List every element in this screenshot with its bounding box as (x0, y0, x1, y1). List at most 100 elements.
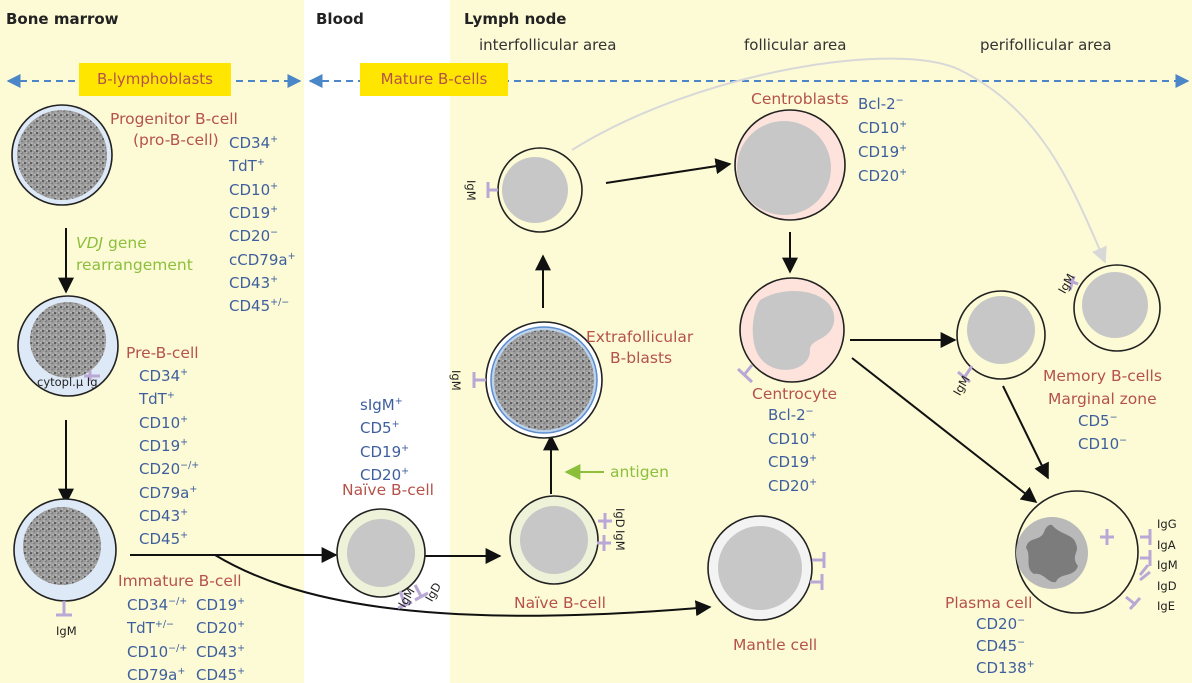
extrafollicular-b-blast (472, 321, 603, 439)
centroblasts-marker-1: CD10+ (858, 119, 908, 137)
immature-name: Immature B-cell (118, 572, 242, 590)
immature-marker-base: CD79a (127, 665, 178, 683)
plasma-marker-base: CD45 (976, 637, 1018, 655)
extrafollicular-name-1: Extrafollicular (586, 328, 694, 346)
immature-marker-1: TdT+/− (127, 619, 174, 638)
antigen-label: antigen (610, 463, 669, 481)
progenitor-marker-5: cCD79a+ (229, 251, 296, 268)
immature-marker-sign: + (177, 665, 186, 677)
vdj-rest: gene (103, 234, 147, 252)
progenitor-marker-3: CD19+ (229, 203, 279, 221)
vdj-line2: rearrangement (76, 256, 193, 274)
pre-b-marker-5: CD79a+ (139, 483, 198, 502)
naive-blood-marker-base: CD19 (360, 442, 402, 461)
immature-marker-2: CD43+ (196, 642, 246, 661)
pre-b-marker-base: CD19 (139, 436, 181, 455)
immature-marker-base: CD34 (127, 596, 169, 614)
immature-marker-2: CD10−/+ (127, 643, 187, 660)
plasma-marker-sign: − (1017, 615, 1026, 626)
centrocyte-marker-base: CD19 (768, 453, 810, 471)
immature-marker-base: CD45 (196, 665, 238, 683)
pre-b-marker-0: CD34+ (139, 368, 188, 384)
pre-b-marker-sign: + (180, 436, 189, 448)
plasma-marker-2: CD138+ (976, 659, 1035, 677)
progenitor-marker-sign: + (270, 203, 279, 215)
plasma-marker-sign: + (1026, 659, 1035, 670)
naive-blood-marker-base: sIgM (360, 396, 395, 414)
pre-b-marker-base: CD20 (139, 460, 181, 479)
pre-b-marker-base: CD79a (139, 483, 190, 502)
centroblast (734, 109, 846, 221)
immature-marker-base: TdT (127, 619, 155, 638)
centrocyte-marker-0: Bcl-2− (768, 406, 814, 423)
centrocyte-marker-sign: + (809, 476, 818, 488)
naive-blood-marker-sign: + (401, 442, 410, 454)
extrafollicular-name-2: B-blasts (610, 349, 673, 367)
centroblasts-marker-0: Bcl-2− (858, 96, 904, 112)
centrocyte-name: Centrocyte (752, 385, 838, 403)
centroblasts-name: Centroblasts (751, 90, 849, 108)
immature-marker-base: CD20 (196, 619, 238, 638)
progenitor-marker-7: CD45+/− (229, 297, 290, 316)
naive-b-cell-blood (336, 508, 429, 610)
progenitor-marker-sign: + (256, 157, 265, 169)
naive-lymph-name: Naïve B-cell (514, 594, 606, 612)
pre-b-marker-sign: + (189, 483, 198, 495)
plasma-isotype-igg: IgG (1157, 517, 1177, 531)
immature-marker-sign: + (237, 642, 246, 654)
pre-b-marker-sign: + (180, 530, 189, 542)
centroblasts-marker-base: CD10 (858, 119, 900, 137)
progenitor-marker-2: CD10+ (229, 181, 278, 198)
progenitor-marker-4: CD20− (229, 227, 278, 246)
memory-name-2: Marginal zone (1048, 390, 1157, 408)
immature-marker-sign: + (237, 665, 246, 677)
interfollicular-igm: IgM (464, 180, 478, 201)
immature-marker-0: CD19+ (196, 596, 246, 614)
centrocyte-marker-3: CD20+ (768, 476, 818, 494)
pre-b-marker-base: CD43 (139, 506, 181, 525)
memory-b-cell-1 (956, 290, 1046, 384)
plasma-marker-sign: − (1017, 637, 1026, 648)
immature-b-cell (13, 498, 117, 617)
arrow-inter-to-centroblast (605, 158, 732, 184)
plasma-isotype-igm: IgM (1157, 558, 1178, 572)
centroblasts-marker-sign: + (899, 119, 908, 130)
naive-blood-name: Naïve B-cell (342, 481, 434, 499)
progenitor-marker-base: CD45 (229, 297, 271, 316)
area-perifollicular: perifollicular area (980, 36, 1112, 54)
pre-b-marker-sign: + (166, 390, 175, 402)
centrocyte-marker-sign: − (805, 406, 814, 417)
plasma-isotype-ige: IgE (1157, 599, 1175, 613)
centroblasts-marker-sign: + (899, 143, 908, 154)
naive-blood-marker-2: CD19+ (360, 442, 410, 461)
immature-marker-sign: + (237, 596, 246, 607)
interfollicular-b-cell (486, 147, 583, 233)
pre-b-marker-2: CD10+ (139, 413, 188, 432)
centroblasts-marker-2: CD19+ (858, 143, 908, 160)
progenitor-marker-6: CD43+ (229, 273, 278, 292)
progenitor-marker-base: CD20 (229, 227, 271, 246)
plasma-marker-0: CD20− (976, 615, 1026, 633)
pre-b-cell (17, 295, 119, 397)
plasma-marker-base: CD20 (976, 615, 1018, 633)
pre-b-marker-base: CD45 (139, 530, 181, 549)
arrow-immature-to-mantle (214, 554, 712, 617)
progenitor-marker-base: CD34 (229, 134, 271, 152)
pre-b-marker-4: CD20−/+ (139, 460, 199, 479)
progenitor-marker-sign: +/− (270, 297, 290, 309)
pre-b-marker-base: CD10 (139, 413, 181, 432)
progenitor-marker-base: CD43 (229, 273, 271, 292)
naive-blood-marker-base: CD20 (360, 465, 402, 484)
immature-marker-base: CD19 (196, 596, 238, 614)
pre-b-marker-sign: + (180, 506, 189, 518)
plasma-marker-base: CD138 (976, 659, 1027, 677)
pre-b-receptor-label: cytopl.μ Ig (37, 375, 98, 389)
label-mature-b-cells: Mature B-cells (360, 63, 508, 96)
section-lymph-node: Lymph node (464, 10, 567, 28)
immature-marker-base: CD43 (196, 642, 238, 661)
naive-blood-marker-sign: + (394, 396, 403, 407)
arrow-memory-to-plasma (1002, 385, 1049, 480)
vdj-italic: VDJ (76, 234, 104, 252)
pre-b-marker-1: TdT+ (139, 390, 175, 407)
